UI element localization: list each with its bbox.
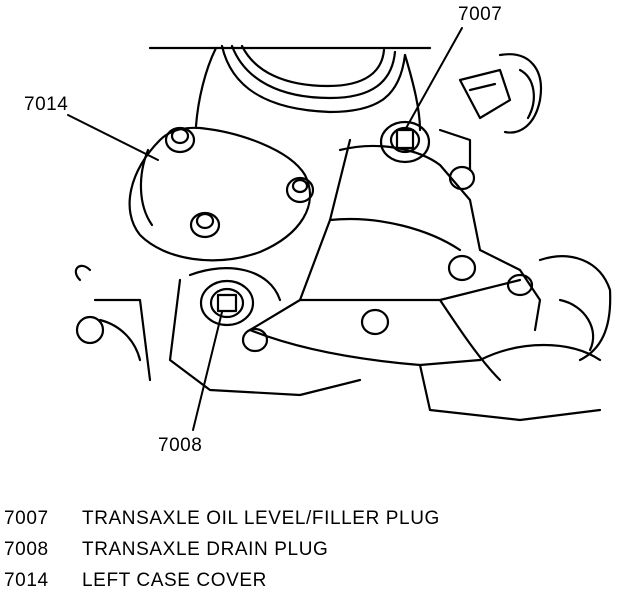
drain-plug-7008 bbox=[75, 279, 390, 353]
legend: 7007 TRANSAXLE OIL LEVEL/FILLER PLUG 700… bbox=[4, 503, 624, 596]
right-side-hardware bbox=[438, 53, 612, 362]
legend-text: TRANSAXLE DRAIN PLUG bbox=[82, 538, 329, 560]
legend-text: TRANSAXLE OIL LEVEL/FILLER PLUG bbox=[82, 507, 440, 529]
legend-row: 7007 TRANSAXLE OIL LEVEL/FILLER PLUG bbox=[4, 503, 624, 534]
legend-row: 7014 LEFT CASE COVER bbox=[4, 565, 624, 596]
legend-row: 7008 TRANSAXLE DRAIN PLUG bbox=[4, 534, 624, 565]
leader-lines bbox=[67, 27, 463, 431]
transaxle-case bbox=[74, 138, 602, 422]
leader-7014 bbox=[67, 114, 159, 161]
legend-code: 7008 bbox=[4, 538, 49, 560]
callout-7007: 7007 bbox=[458, 4, 503, 25]
leader-7008 bbox=[192, 311, 223, 431]
left-case-cover bbox=[128, 126, 315, 262]
leader-7007 bbox=[404, 27, 463, 131]
callout-7008: 7008 bbox=[158, 435, 203, 456]
legend-code: 7007 bbox=[4, 507, 49, 529]
legend-code: 7014 bbox=[4, 569, 49, 591]
top-housing bbox=[148, 44, 432, 132]
callout-7014: 7014 bbox=[24, 94, 69, 115]
transaxle-illustration bbox=[67, 27, 612, 431]
legend-text: LEFT CASE COVER bbox=[82, 569, 267, 591]
